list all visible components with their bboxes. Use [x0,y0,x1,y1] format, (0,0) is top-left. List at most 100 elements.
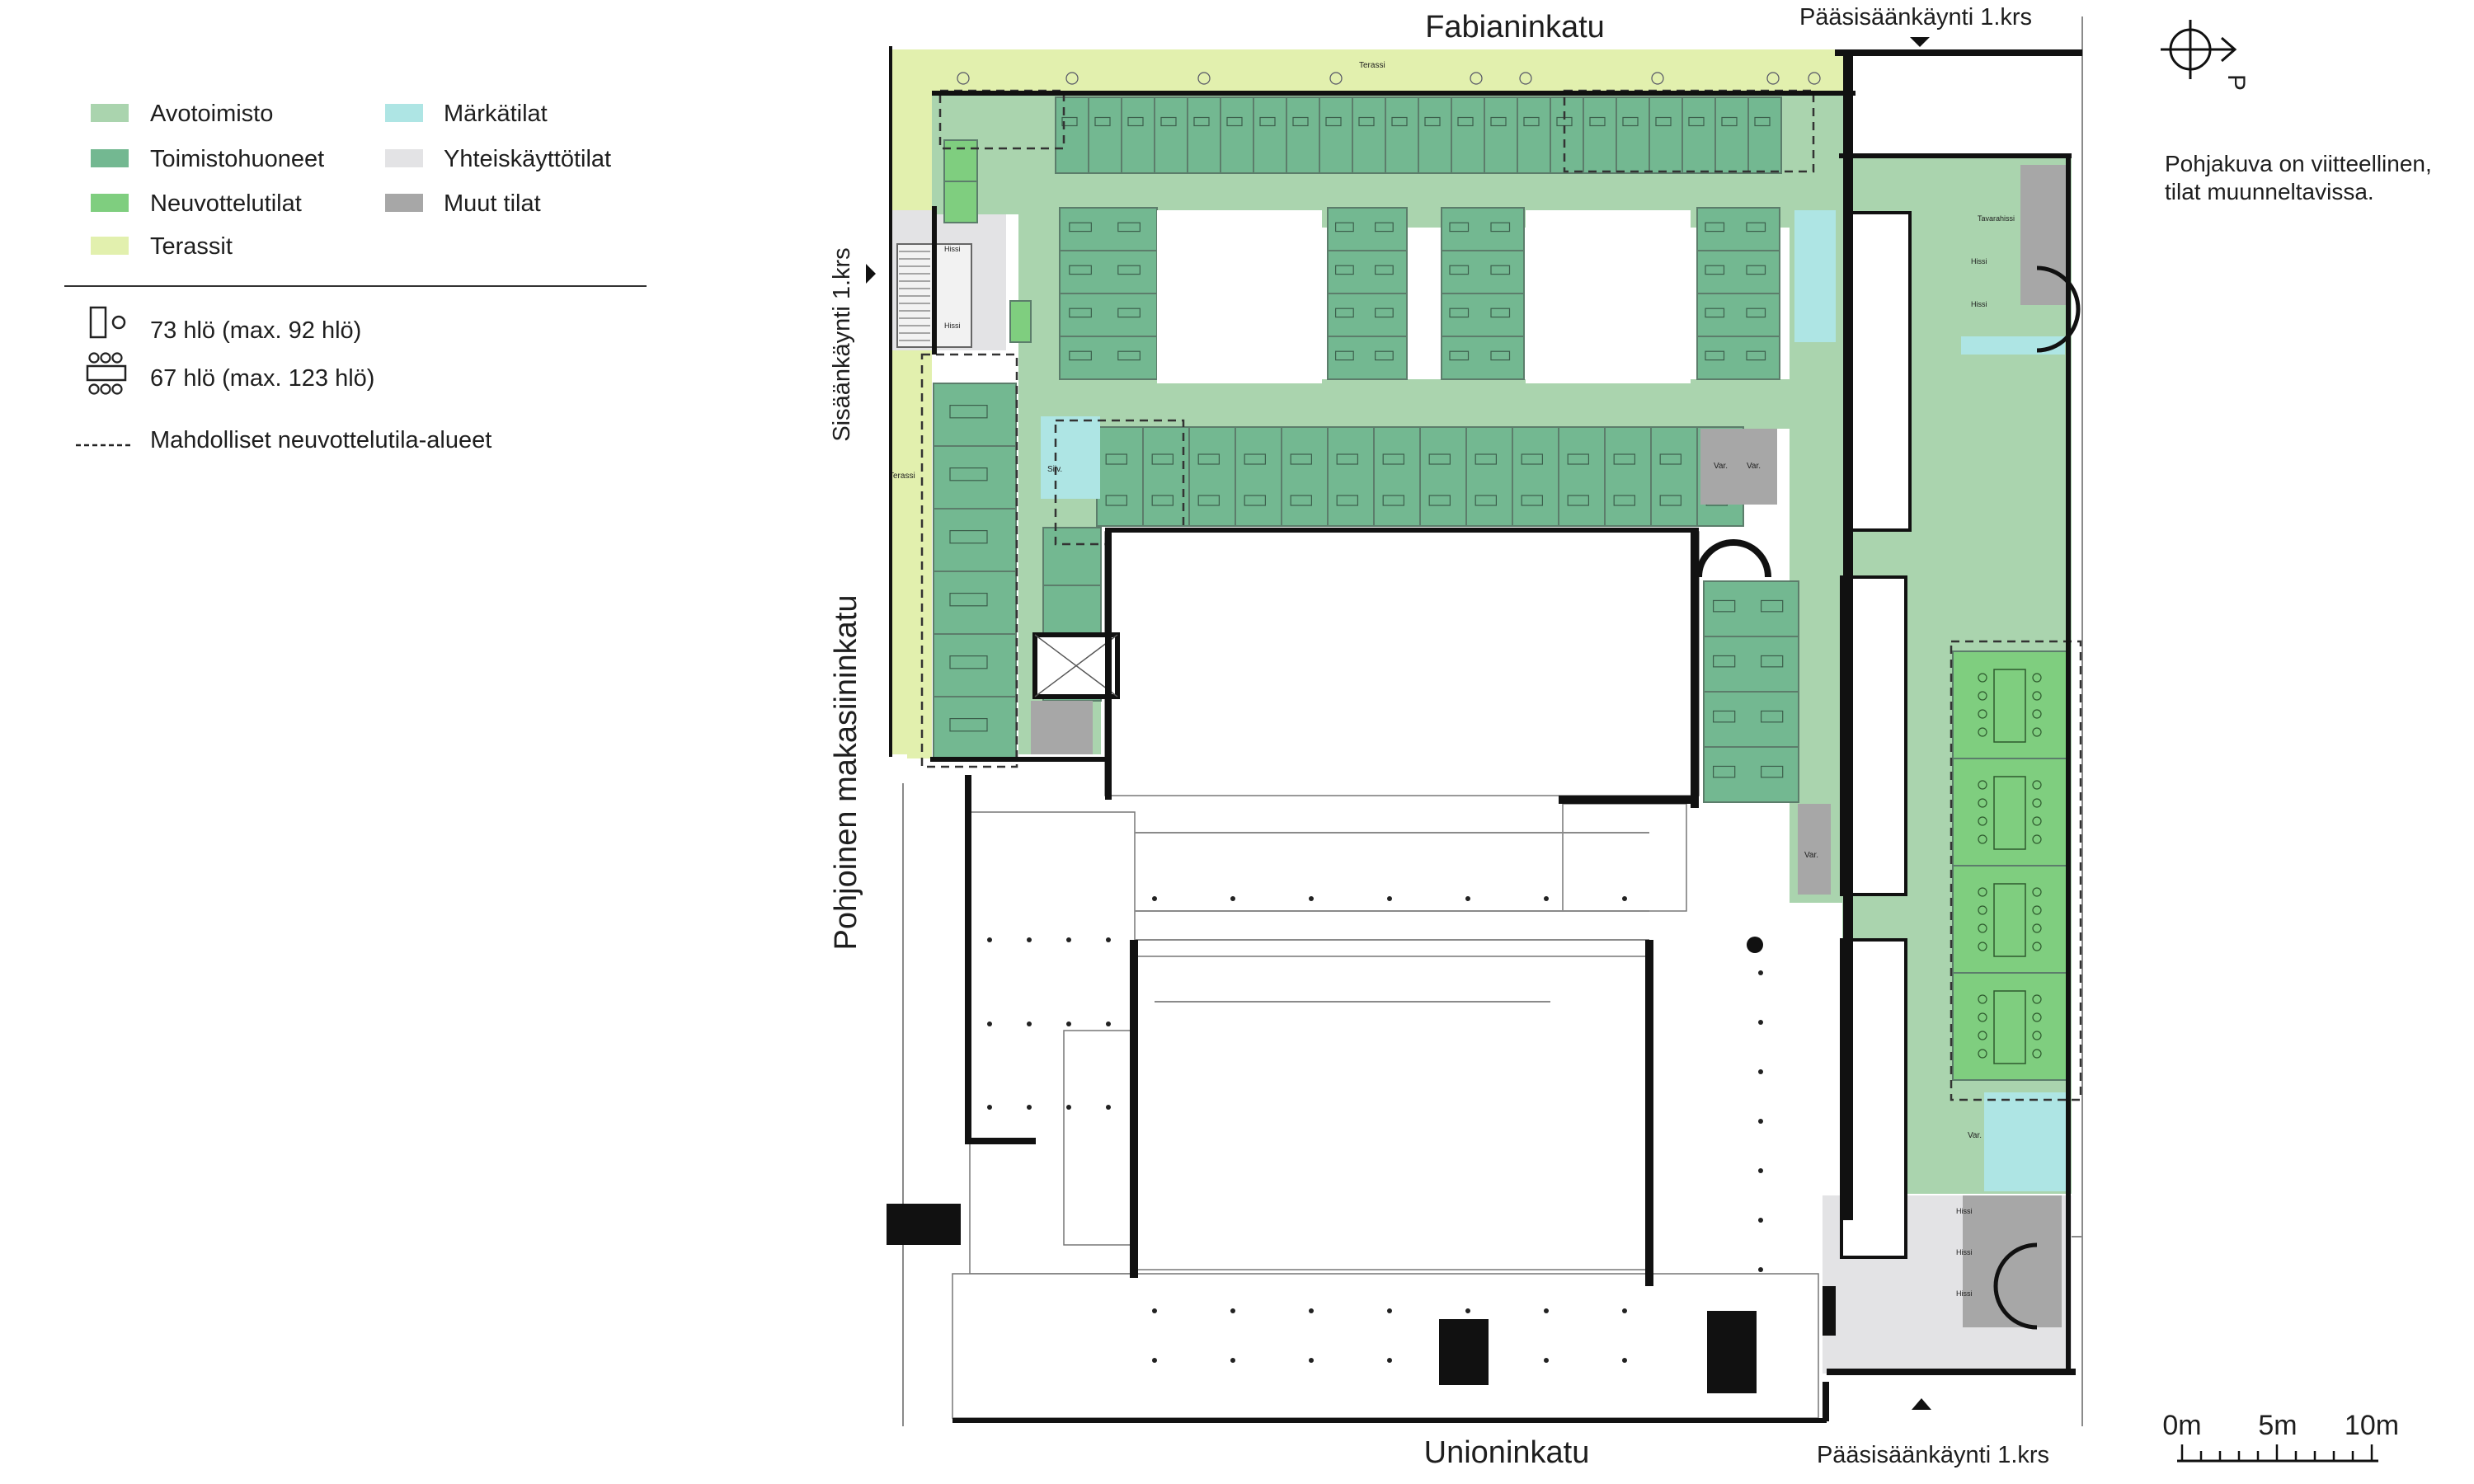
meeting-small-north-1 [943,139,978,182]
office-room [1703,746,1799,803]
office-room [1286,96,1320,174]
legend-swatch-toimistohuoneet [91,149,129,167]
desk-symbol [1490,116,1507,127]
desk-symbol [1713,599,1736,613]
legend-swatch-terassit [91,237,129,255]
meeting-small-west [1009,300,1032,343]
office-room [1649,96,1683,174]
storage-north [1700,429,1740,505]
stair-east-lobby [1963,1195,2062,1327]
plan-note-line-2: tilat muunneltavissa. [2165,179,2374,204]
desk-symbol [1449,350,1470,361]
plant-symbol [957,72,970,85]
office-room [1327,207,1408,251]
desk-symbol [1290,453,1312,465]
office-room [1441,293,1525,337]
office-room [1441,250,1525,294]
east-core-1 [1846,211,1912,532]
office-room [1059,207,1158,251]
scale-label-5: 5m [2258,1410,2297,1441]
column-dot [1758,1069,1763,1074]
terrace-north-label: Terassi [1359,61,1385,70]
desk-symbol [1374,308,1394,318]
desk-symbol [1705,222,1725,232]
desk-symbol [1117,350,1141,361]
legend: Avotoimisto Toimistohuoneet Neuvotteluti… [64,101,647,453]
meeting-table [1993,990,2026,1064]
column-dot [1622,1308,1627,1313]
desk-symbol [1705,350,1725,361]
desk-symbol [1336,453,1358,465]
entrance-bottom-arrow-icon [1912,1398,1931,1410]
desk-symbol [1151,495,1174,506]
office-room [1142,426,1190,527]
desk-symbol [1705,308,1725,318]
office-room [1616,96,1650,174]
desk-symbol [1746,350,1766,361]
column-dot [1387,896,1392,901]
chair [1978,727,1987,737]
walls [887,46,2082,1423]
compass-label: P [2222,74,2250,91]
lower-hall [1134,956,1650,1270]
wet-room-west [1041,416,1100,499]
desk-symbol [1713,765,1736,778]
plan-note-line-1: Pohjakuva on viitteellinen, [2165,151,2432,176]
office-room [1703,636,1799,693]
desk-symbol [1659,495,1681,506]
chair [1978,834,1987,844]
office-room [1441,207,1525,251]
meeting-small-north-2 [943,181,978,223]
desk-symbol [1160,116,1177,127]
desk-symbol [1428,495,1451,506]
office-room [1327,293,1408,337]
desk-symbol [1151,453,1174,465]
dashed-area-east [1950,640,2082,1101]
office-room [1352,96,1386,174]
chair [2032,942,2042,951]
column-dot [1309,896,1314,901]
meeting-table [1993,669,2026,743]
office-room [1042,527,1102,586]
column-dot [1622,1358,1627,1363]
desk-symbol [1226,116,1243,127]
spiral-stair-mid [1696,539,1771,578]
plant-symbol [1470,72,1483,85]
lift-label-east-5: Hissi [1956,1289,1973,1298]
desk-symbol [1761,765,1784,778]
lower-core [1562,803,1687,912]
desk-symbol [1746,308,1766,318]
office-room [1281,426,1329,527]
light-well-west [1157,210,1322,383]
meeting-table [1993,776,2026,850]
desk-symbol [1449,308,1470,318]
chair [1978,887,1987,897]
office-room [1703,691,1799,748]
desk-symbol [1475,453,1497,465]
desk-symbol [1069,222,1092,232]
building: Terassi Terassi [887,16,2083,1426]
chair [2032,887,2042,897]
entrance-main-bottom-label: Pääsisäänkäynti 1.krs [1817,1442,2049,1468]
desk-symbol [1746,265,1766,275]
column-dot [1066,937,1071,942]
north-arrow-icon [2161,20,2237,79]
office-room [1059,336,1158,380]
column-dot [1106,1021,1111,1026]
desk-symbol [949,467,988,481]
goods-lift-area [2020,165,2070,305]
office-room [1696,250,1780,294]
desk-symbol [1761,710,1784,723]
meeting-rooms-east [1952,650,2071,1081]
office-room [1441,336,1525,380]
office-room [933,508,1017,572]
office-room [1604,426,1652,527]
cleaning-label: Siiv. [1047,465,1062,474]
column-dot [1387,1358,1392,1363]
office-room [1373,426,1421,527]
plant-symbols [957,72,1821,85]
desk-symbol [1521,453,1543,465]
plant-symbol [1808,72,1821,85]
desk-symbol [1334,222,1354,232]
terrace-north [892,49,1849,96]
